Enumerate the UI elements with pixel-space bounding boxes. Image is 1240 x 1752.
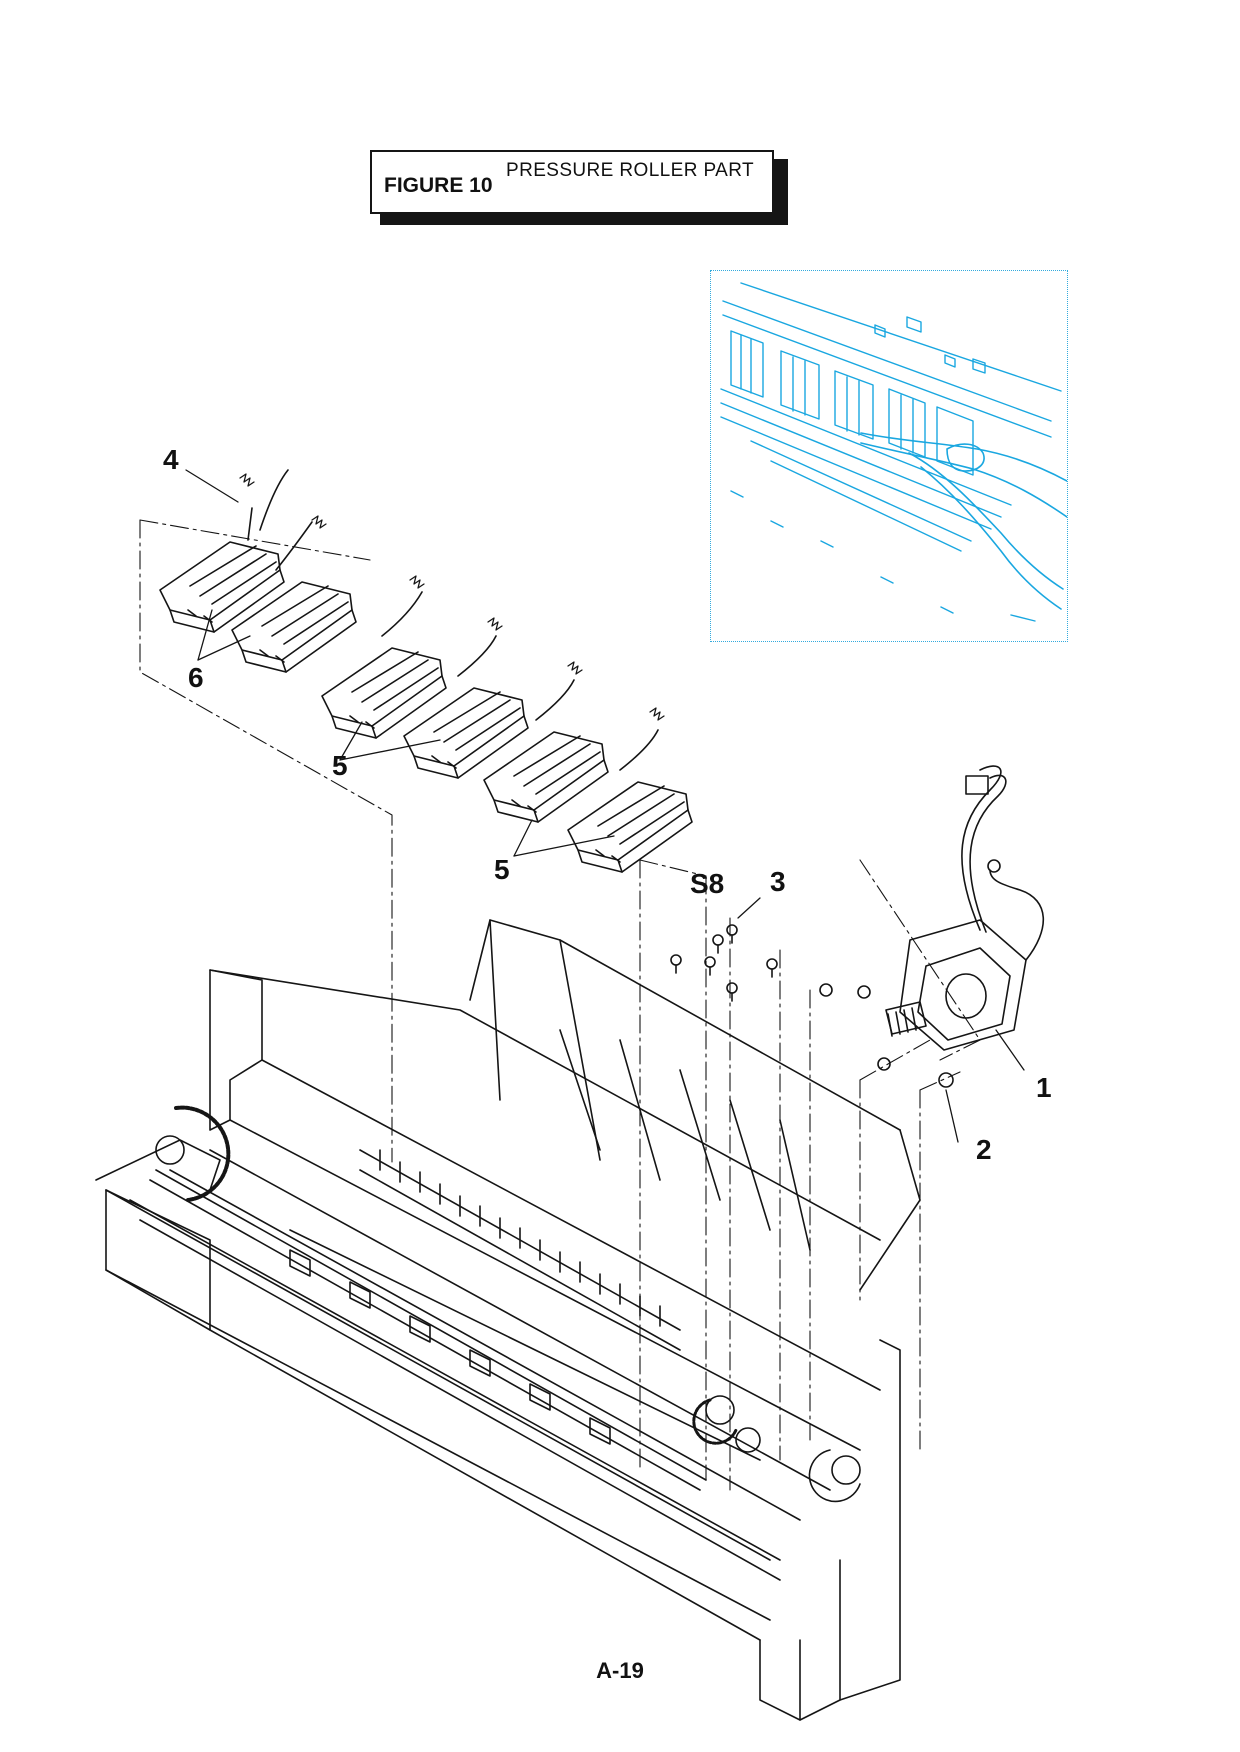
callout-s8: S8 xyxy=(690,868,725,899)
motor-assembly xyxy=(885,765,1045,1051)
callout-1: 1 xyxy=(1036,1072,1052,1103)
holder-unit-3 xyxy=(321,591,447,739)
springs xyxy=(239,473,665,721)
holder-unit-5 xyxy=(483,679,609,823)
assembly-guide-lines xyxy=(139,519,981,1491)
figure-title: PRESSURE ROLLER PART xyxy=(506,160,755,181)
figure-number: FIGURE 10 xyxy=(384,174,493,197)
pressure-roller-holders xyxy=(159,469,693,873)
main-chassis xyxy=(95,919,921,1721)
callout-3: 3 xyxy=(770,866,786,897)
leader-lines xyxy=(185,469,1025,1143)
figure-title-block: FIGURE 10 PRESSURE ROLLER PART xyxy=(370,150,788,225)
holder-unit-4 xyxy=(403,635,529,779)
callout-4: 4 xyxy=(163,444,179,475)
screws-and-bushings xyxy=(670,924,954,1088)
holder-unit-6 xyxy=(567,729,693,873)
title-box: FIGURE 10 PRESSURE ROLLER PART xyxy=(370,150,774,214)
detail-inset xyxy=(710,270,1068,642)
callout-5-upper: 5 xyxy=(332,750,348,781)
holder-unit-1 xyxy=(159,469,289,633)
callout-5-lower: 5 xyxy=(494,854,510,885)
inset-pliers xyxy=(860,432,1067,610)
page-number: A-19 xyxy=(596,1658,644,1683)
inset-drawing xyxy=(720,282,1067,622)
callout-2: 2 xyxy=(976,1134,992,1165)
holder-unit-2 xyxy=(231,521,357,673)
callout-6: 6 xyxy=(188,662,204,693)
